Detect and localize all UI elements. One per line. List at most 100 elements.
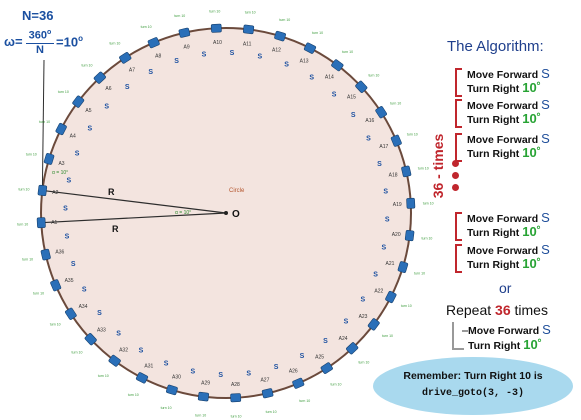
point-label: A15 [347, 94, 356, 100]
step-label: S [63, 205, 68, 212]
point-label: A23 [359, 314, 368, 320]
robot-icon [43, 153, 55, 165]
turn-label: turn 10 [39, 120, 50, 124]
turn-label: turn 10 [231, 415, 242, 419]
turn-right-text: Turn Right 10˚ [467, 80, 542, 95]
turn-label: turn 10 [72, 350, 83, 354]
radius-label-lower: R [112, 224, 119, 234]
repeat-turn-right-text: Turn Right 10˚ [468, 337, 543, 352]
turn-label: turn 10 [358, 360, 369, 364]
point-label: A22 [374, 289, 383, 295]
point-label: A12 [272, 47, 281, 53]
point-label: A27 [260, 378, 269, 384]
step-label: S [202, 52, 207, 59]
radius-rays [41, 59, 227, 224]
turn-label: turn 10 [266, 410, 277, 414]
turn-label: turn 10 [421, 237, 432, 241]
point-label: A8 [155, 54, 161, 60]
point-label: A11 [243, 41, 252, 47]
omega-result: =10o [56, 34, 83, 50]
step-label: S [116, 331, 121, 338]
step-label: S [65, 233, 70, 240]
turn-label: turn 10 [279, 18, 290, 22]
n-value: N=36 [22, 8, 54, 23]
turn-label: turn 10 [299, 399, 310, 403]
step-label: S [381, 244, 386, 251]
step-bracket [455, 68, 462, 97]
step-label: S [104, 103, 109, 110]
algorithm-step: Move Forward S Turn Right 10˚ [455, 97, 573, 128]
remember-line-1: Remember: Turn Right 10 is [403, 370, 543, 382]
point-label: A31 [144, 363, 153, 369]
turn-right-text: Turn Right 10˚ [467, 224, 542, 239]
robot-icon [93, 71, 106, 84]
robot-icon [65, 307, 77, 320]
ellipsis-dot [452, 172, 459, 179]
step-label: S [230, 50, 235, 57]
robot-icon [40, 248, 51, 261]
move-forward-text: Move Forward S [467, 66, 550, 81]
or-label: or [499, 280, 512, 296]
turn-label: turn 10 [98, 374, 109, 378]
point-label: A13 [300, 59, 309, 65]
step-label: S [87, 126, 92, 133]
turn-label: turn 10 [368, 74, 379, 78]
tangent-line [41, 59, 45, 191]
turn-label: turn 10 [382, 334, 393, 338]
step-label: S [300, 353, 305, 360]
center-point [224, 211, 228, 215]
turn-label: turn 10 [82, 64, 93, 68]
turn-label: turn 10 [17, 223, 28, 227]
remember-line-2: drive_goto(3, -3) [421, 388, 525, 399]
turn-label: turn 10 [245, 11, 256, 15]
repeat-bracket-tick [462, 330, 468, 332]
radius-ray-a1 [41, 212, 227, 224]
robot-icon [55, 122, 67, 136]
step-label: S [67, 178, 72, 185]
turn-label: turn 10 [174, 14, 185, 18]
point-label: A35 [65, 278, 74, 284]
robot-icon [72, 95, 85, 108]
point-label: A14 [325, 74, 334, 80]
robot-icon [397, 261, 409, 273]
step-label: S [323, 338, 328, 345]
step-bracket [455, 99, 462, 128]
robot-icon [404, 229, 415, 242]
turn-label: turn 10 [128, 393, 139, 397]
robot-icon [406, 197, 416, 209]
turn-label: turn 10 [19, 187, 30, 191]
point-label: A3 [58, 161, 64, 167]
step-label: S [383, 189, 388, 196]
turn-label: turn 10 [195, 413, 206, 417]
repeat-statement: Repeat 36 times [446, 302, 548, 318]
step-label: S [385, 217, 390, 224]
robot-icon [292, 377, 305, 389]
robot-icon [197, 391, 210, 402]
turn-label: turn 10 [109, 42, 120, 46]
repeat-bracket [452, 322, 464, 350]
point-label: A18 [389, 173, 398, 179]
move-forward-text: Move Forward S [467, 131, 550, 146]
turn-label: turn 10 [26, 153, 37, 157]
turn-label: turn 10 [342, 50, 353, 54]
step-label: S [97, 310, 102, 317]
step-label: S [148, 69, 153, 76]
point-label: A34 [79, 304, 88, 310]
robot-icon [331, 59, 344, 72]
step-label: S [274, 364, 279, 371]
